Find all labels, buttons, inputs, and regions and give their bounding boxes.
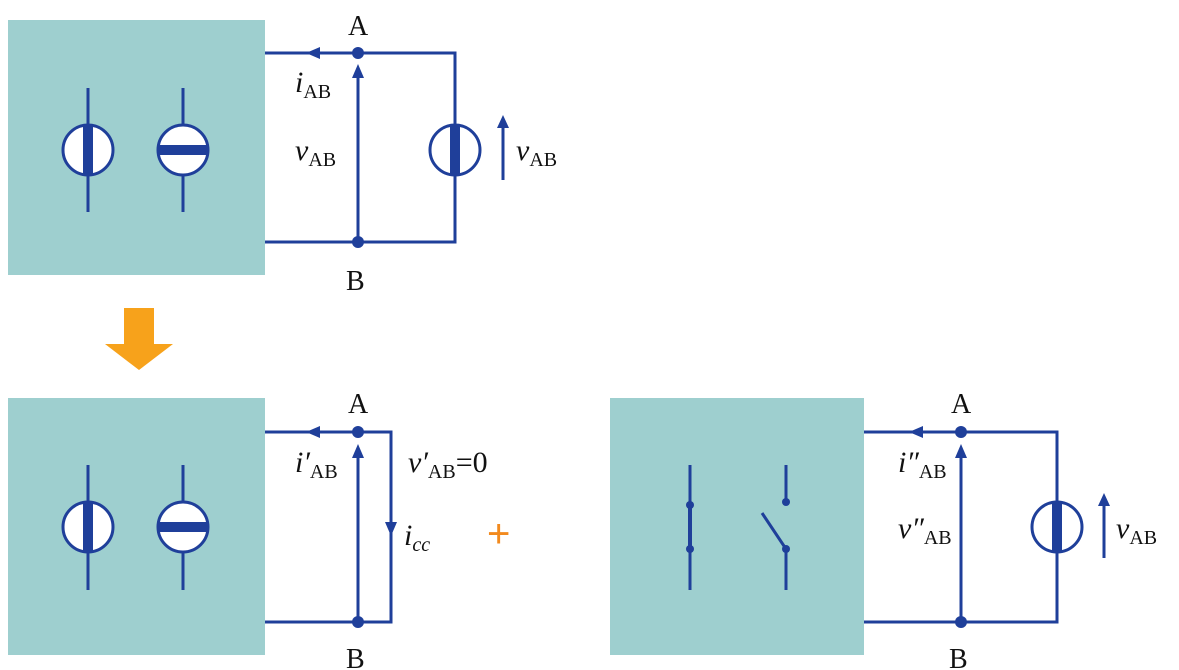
top-source-voltage-arrowhead — [497, 115, 509, 128]
voltage-source-icon — [156, 465, 210, 590]
br-node-b-dot — [955, 616, 967, 628]
open-switch-icon — [760, 465, 790, 590]
br-source-voltage-label: vAB — [1116, 512, 1157, 549]
bl-voltage-eq-label: v′AB=0 — [408, 446, 488, 483]
load-current-source-icon — [1030, 500, 1084, 554]
current-source-icon — [61, 465, 115, 590]
bl-short-current-arrowhead — [385, 522, 397, 536]
node-a-dot — [352, 47, 364, 59]
br-wire-upper — [864, 430, 1059, 503]
br-node-a-label: A — [951, 389, 972, 420]
bottom-right-network-box — [610, 398, 864, 655]
voltage-source-icon — [156, 88, 210, 212]
top-wire-upper — [265, 51, 457, 126]
bottom-right-circuit: A B i″AB v″AB vAB — [610, 389, 1157, 670]
br-source-voltage-arrowhead — [1098, 493, 1110, 506]
current-source-icon — [61, 88, 115, 212]
node-a-label: A — [348, 11, 369, 42]
br-wire-lower — [864, 551, 1059, 624]
br-current-label: i″AB — [898, 446, 947, 483]
bottom-left-network-box — [8, 398, 265, 655]
node-b-dot — [352, 236, 364, 248]
bl-current-arrowhead — [306, 426, 320, 438]
top-wire-lower — [265, 174, 457, 244]
br-node-a-dot — [955, 426, 967, 438]
top-voltage-arrowhead — [352, 64, 364, 78]
br-voltage-label: v″AB — [898, 512, 952, 549]
bl-current-label: i′AB — [295, 446, 338, 483]
bl-voltage-arrowhead — [352, 444, 364, 458]
bl-node-a-label: A — [348, 389, 369, 420]
plus-sign: + — [487, 512, 510, 556]
br-voltage-arrowhead — [955, 444, 967, 458]
top-circuit: A B iAB vAB vAB — [8, 11, 557, 297]
bl-node-b-label: B — [346, 644, 365, 670]
load-current-source-icon — [428, 123, 482, 177]
short-circuit-icon — [686, 465, 694, 590]
bl-node-b-dot — [352, 616, 364, 628]
bottom-left-circuit: A B i′AB v′AB=0 icc — [8, 389, 488, 670]
node-b-label: B — [346, 266, 365, 297]
down-arrow-icon — [105, 308, 173, 370]
br-node-b-label: B — [949, 644, 968, 670]
bl-node-a-dot — [352, 426, 364, 438]
top-network-box — [8, 20, 265, 275]
current-label: iAB — [295, 66, 331, 103]
bl-short-current-label: icc — [404, 519, 430, 556]
source-voltage-label: vAB — [516, 134, 557, 171]
top-current-arrowhead — [306, 47, 320, 59]
br-current-arrowhead — [909, 426, 923, 438]
voltage-label: vAB — [295, 134, 336, 171]
